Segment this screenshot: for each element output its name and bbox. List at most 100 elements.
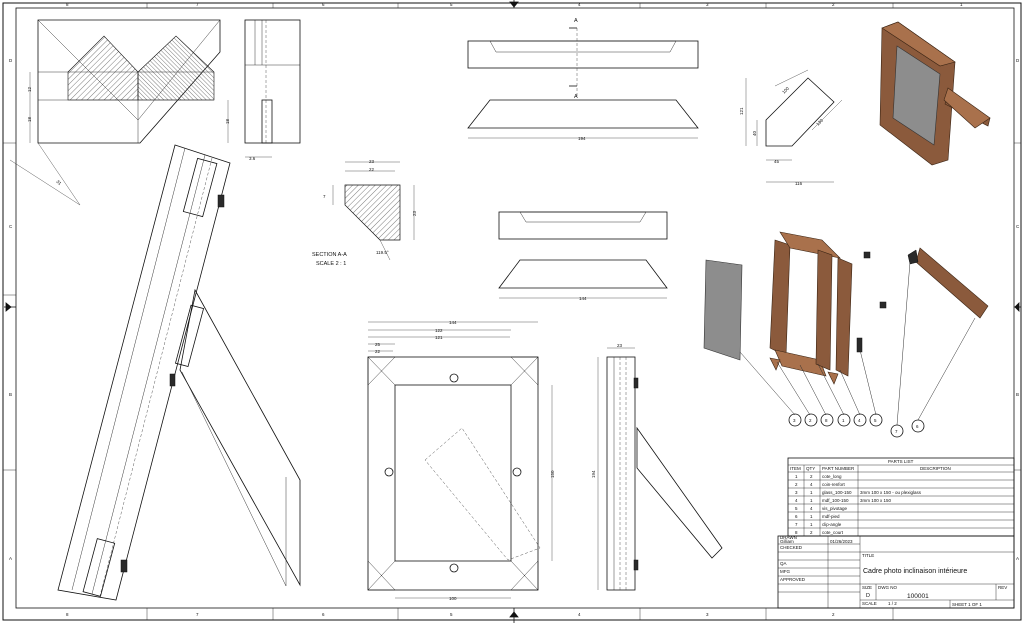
zone-col-bottom-7: 7 (196, 612, 199, 617)
dim-front-122: 122 (435, 328, 443, 333)
zone-row-left-C: C (9, 224, 13, 229)
zone-label-group: 8 7 6 5 4 3 2 1 8 7 6 5 4 3 2 D C B A D … (9, 2, 1020, 617)
section-a-a: 23 22 7 23 119.5° SECTION A-A SCALE 2 : … (312, 159, 417, 267)
qa-label: QA (780, 561, 787, 566)
dim-stand-116: 116 (795, 181, 803, 186)
balloon-8: 6 (916, 424, 919, 429)
zone-row-right-B: B (1016, 392, 1019, 397)
zone-col-bottom-2: 2 (832, 612, 835, 617)
parts-cell-r6-c1: 6 (795, 514, 798, 519)
zone-col-bottom-6: 6 (322, 612, 325, 617)
parts-cell-r2-c2: 4 (810, 482, 813, 487)
size-value: D (866, 593, 870, 599)
drawing-title: Cadre photo inclinaison intérieure (863, 568, 967, 575)
parts-header-item: ITEM (790, 466, 801, 471)
centering-marks (4, 0, 1021, 623)
mfg-label: MFG (780, 569, 790, 574)
approved-label: APPROVED (780, 577, 806, 582)
zone-col-bottom-5: 5 (450, 612, 453, 617)
drawn-label: DRAWN (780, 535, 797, 540)
balloon-5: 4 (858, 418, 861, 423)
parts-cell-r3-c2: 1 (810, 490, 813, 495)
parts-cell-r4-c1: 4 (795, 498, 798, 503)
dim-144: 144 (579, 296, 587, 301)
zone-col-bottom-8: 8 (66, 612, 69, 617)
dim-front-121: 121 (435, 335, 443, 340)
parts-cell-r2-c1: 2 (795, 482, 798, 487)
parts-cell-r4-c4: 3mm 100 x 150 (860, 498, 892, 503)
zone-col-top-8: 8 (66, 2, 69, 7)
zone-col-top-2: 2 (832, 2, 835, 7)
zone-row-left-A: A (9, 556, 12, 561)
parts-cell-r4-c2: 1 (810, 498, 813, 503)
section-marker-top: A (574, 18, 578, 24)
section-title: SECTION A-A (312, 252, 347, 258)
parts-cell-r6-c3: mdf-pied (822, 514, 840, 519)
dim-section-23: 23 (412, 210, 417, 216)
parts-header-qty: QTY (806, 466, 815, 471)
parts-cell-r7-c1: 7 (795, 522, 798, 527)
dim-side-194: 194 (591, 470, 596, 478)
dim-22: 22 (369, 167, 375, 172)
assembled-iso-view (879, 21, 991, 166)
parts-cell-r3-c1: 3 (795, 490, 798, 495)
balloon-3: 8 (825, 418, 828, 423)
dim-7: 7 (323, 194, 326, 199)
dim-front-25: 25 (375, 342, 381, 347)
frame-side-view: 194 23 (591, 343, 723, 591)
zone-col-top-5: 5 (450, 2, 453, 7)
rev-label: REV (998, 585, 1007, 590)
zone-col-top-6: 6 (322, 2, 325, 7)
drawn-by: Gilliam (780, 539, 794, 544)
balloon-4: 1 (842, 418, 845, 423)
balloon-2: 2 (809, 418, 812, 423)
title-block: DRAWN Gilliam 01/26/2023 CHECKED QA MFG … (777, 535, 1015, 609)
dim-stand-45: 45 (774, 159, 780, 164)
parts-cell-r5-c1: 5 (795, 506, 798, 511)
dim-23: 23 (369, 159, 375, 164)
zone-row-right-C: C (1016, 224, 1020, 229)
parts-list-table: PARTS LIST ITEM QTY PART NUMBER DESCRIPT… (787, 457, 1015, 537)
zone-row-left-B: B (9, 392, 12, 397)
parts-cell-r4-c3: mdf_100-150 (822, 498, 849, 503)
parts-cell-r3-c3: glass_100-150 (822, 490, 852, 495)
parts-cell-r5-c2: 4 (810, 506, 813, 511)
balloon-7: 7 (895, 429, 898, 434)
parts-cell-r6-c2: 1 (810, 514, 813, 519)
parts-cell-r1-c1: 1 (795, 474, 798, 479)
dim-12: 12 (27, 86, 32, 92)
title-label: TITLE (862, 553, 874, 558)
parts-cell-r8-c1: 8 (795, 530, 798, 535)
section-marker-bottom: A (574, 94, 578, 100)
scale-label: SCALE (862, 601, 877, 606)
checked-label: CHECKED (780, 545, 803, 550)
scale-value: 1 / 2 (888, 601, 897, 606)
parts-cell-r1-c3: cote_long (822, 474, 842, 479)
balloon-6: 5 (874, 418, 877, 423)
frame-front-view: 144 122 121 25 22 150 100 (367, 320, 555, 601)
dwg-number: 100001 (907, 593, 929, 600)
parts-cell-r1-c2: 2 (810, 474, 813, 479)
dim-front-150: 150 (550, 470, 555, 478)
balloons: 3 2 8 1 4 5 7 6 (739, 261, 976, 438)
corner-joint-view: 12 18 31 (9, 19, 221, 206)
dim-stand-100: 100 (781, 86, 790, 95)
zone-col-bottom-4: 4 (578, 612, 581, 617)
dim-stand-121: 121 (739, 107, 744, 115)
dwg-label: DWG NO (878, 585, 897, 590)
parts-header-part: PART NUMBER (822, 466, 855, 471)
zone-row-right-D: D (1016, 58, 1020, 63)
zone-col-top-3: 3 (706, 2, 709, 7)
zone-col-top-4: 4 (578, 2, 581, 7)
parts-rows: 1 2 cote_long 2 4 coin-renfort 3 1 glass_100-150… (795, 474, 922, 535)
long-rail-views: A A 194 (467, 18, 699, 141)
side-profile-view: 18 3.6 (225, 19, 301, 161)
parts-cell-r7-c3: clip-angle (822, 522, 842, 527)
parts-cell-r2-c3: coin-renfort (822, 482, 846, 487)
dim-front-144: 144 (449, 320, 457, 325)
sheet-inner-border (15, 7, 1015, 609)
dim-stand-40: 40 (752, 130, 757, 136)
parts-cell-r3-c4: 3mm 100 x 150 - ou plexiglass (860, 490, 922, 495)
dim-front-22: 22 (375, 349, 381, 354)
